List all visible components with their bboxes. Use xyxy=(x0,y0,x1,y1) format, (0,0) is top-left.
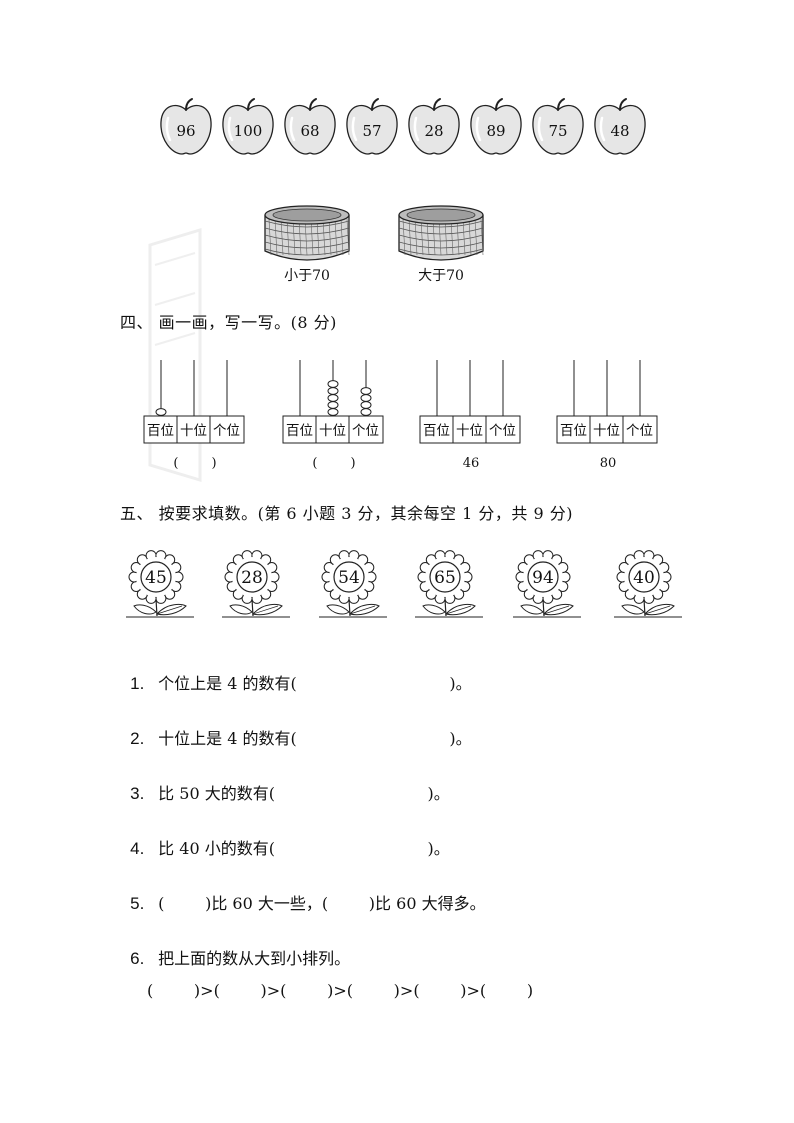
question-5: 5. ( )比 60 大一些，( )比 60 大得多。 xyxy=(120,871,486,914)
question-number: 5. xyxy=(130,894,145,913)
section-4-title: 四、 画一画，写一写。(8 分) xyxy=(120,313,337,332)
abacus-bead xyxy=(327,401,339,409)
flower-number: 54 xyxy=(338,568,360,588)
question-2: 2. 十位上是 4 的数有( )。 xyxy=(120,706,472,749)
abacus-bead xyxy=(327,387,339,395)
abacus: 百位十位个位 xyxy=(143,360,245,444)
question-text: 十位上是 4 的数有( )。 xyxy=(158,729,472,748)
apple-icon: 57 xyxy=(346,98,398,155)
basket-icon xyxy=(264,205,350,261)
flower-icon: 40 xyxy=(614,550,682,618)
abacus-bead xyxy=(327,394,339,402)
question-number: 6. xyxy=(130,949,145,968)
apple-icon: 28 xyxy=(408,98,460,155)
basket-icon xyxy=(398,205,484,261)
place-value-label: 个位 xyxy=(213,423,240,439)
abacus-answer: 80 xyxy=(599,456,617,471)
basket-label: 小于70 xyxy=(284,268,330,284)
apple-number: 48 xyxy=(610,122,629,140)
abacus-bead xyxy=(327,380,339,388)
basket-label: 大于70 xyxy=(418,268,464,284)
section-5-title: 五、 按要求填数。(第 6 小题 3 分，其余每空 1 分，共 9 分) xyxy=(120,504,573,523)
place-value-label: 个位 xyxy=(626,423,653,439)
apple-number: 75 xyxy=(548,122,567,140)
question-number: 1. xyxy=(130,674,145,693)
place-value-label: 百位 xyxy=(423,423,450,439)
question-1: 1. 个位上是 4 的数有( )。 xyxy=(120,651,472,694)
place-value-label: 个位 xyxy=(489,423,516,439)
abacus-answer: ( ) xyxy=(173,456,217,471)
abacus-bead xyxy=(155,408,167,416)
question-text: 个位上是 4 的数有( )。 xyxy=(158,674,472,693)
question-number: 2. xyxy=(130,729,145,748)
abacus-bead xyxy=(360,408,372,416)
apple-number: 96 xyxy=(176,122,195,140)
place-value-label: 十位 xyxy=(180,423,207,439)
flower-icon: 28 xyxy=(222,550,290,618)
question-text: ( )比 60 大一些，( )比 60 大得多。 xyxy=(158,894,486,913)
flower-icon: 54 xyxy=(319,550,387,618)
place-value-label: 十位 xyxy=(319,423,346,439)
place-value-label: 个位 xyxy=(352,423,379,439)
apple-icon: 96 xyxy=(160,98,212,155)
abacus: 百位十位个位 xyxy=(282,360,384,444)
question-number: 4. xyxy=(130,839,145,858)
abacus-bead xyxy=(360,394,372,402)
apple-icon: 89 xyxy=(470,98,522,155)
apple-number: 100 xyxy=(234,122,263,140)
abacus: 百位十位个位 xyxy=(419,360,521,444)
flower-number: 28 xyxy=(241,568,263,588)
question-6: 6. 把上面的数从大到小排列。 xyxy=(120,926,350,969)
question-number: 3. xyxy=(130,784,145,803)
flower-number: 45 xyxy=(145,568,167,588)
apple-number: 57 xyxy=(362,122,381,140)
abacus: 百位十位个位 xyxy=(556,360,658,444)
place-value-label: 百位 xyxy=(286,423,313,439)
watermark xyxy=(148,227,202,483)
abacus-bead xyxy=(327,408,339,416)
question-text: 比 40 小的数有( )。 xyxy=(158,839,450,858)
apple-icon: 100 xyxy=(222,98,274,155)
question-3: 3. 比 50 大的数有( )。 xyxy=(120,761,450,804)
place-value-label: 十位 xyxy=(593,423,620,439)
flower-number: 40 xyxy=(633,568,655,588)
apple-icon: 48 xyxy=(594,98,646,155)
flower-number: 94 xyxy=(532,568,554,588)
order-answer-line: ( )>( )>( )>( )>( )>( ) xyxy=(147,981,534,1000)
question-text: 把上面的数从大到小排列。 xyxy=(158,949,351,968)
place-value-label: 百位 xyxy=(560,423,587,439)
apple-icon: 68 xyxy=(284,98,336,155)
flower-number: 65 xyxy=(434,568,456,588)
question-4: 4. 比 40 小的数有( )。 xyxy=(120,816,450,859)
abacus-bead xyxy=(360,401,372,409)
question-text: 比 50 大的数有( )。 xyxy=(158,784,450,803)
apple-number: 68 xyxy=(300,122,319,140)
abacus-bead xyxy=(360,387,372,395)
abacus-answer: ( ) xyxy=(312,456,356,471)
flower-icon: 45 xyxy=(126,550,194,618)
apple-number: 28 xyxy=(424,122,443,140)
abacus-answer: 46 xyxy=(462,456,480,471)
flower-icon: 94 xyxy=(513,550,581,618)
apple-icon: 75 xyxy=(532,98,584,155)
place-value-label: 百位 xyxy=(147,423,174,439)
place-value-label: 十位 xyxy=(456,423,483,439)
flower-icon: 65 xyxy=(415,550,483,618)
apple-number: 89 xyxy=(486,122,505,140)
